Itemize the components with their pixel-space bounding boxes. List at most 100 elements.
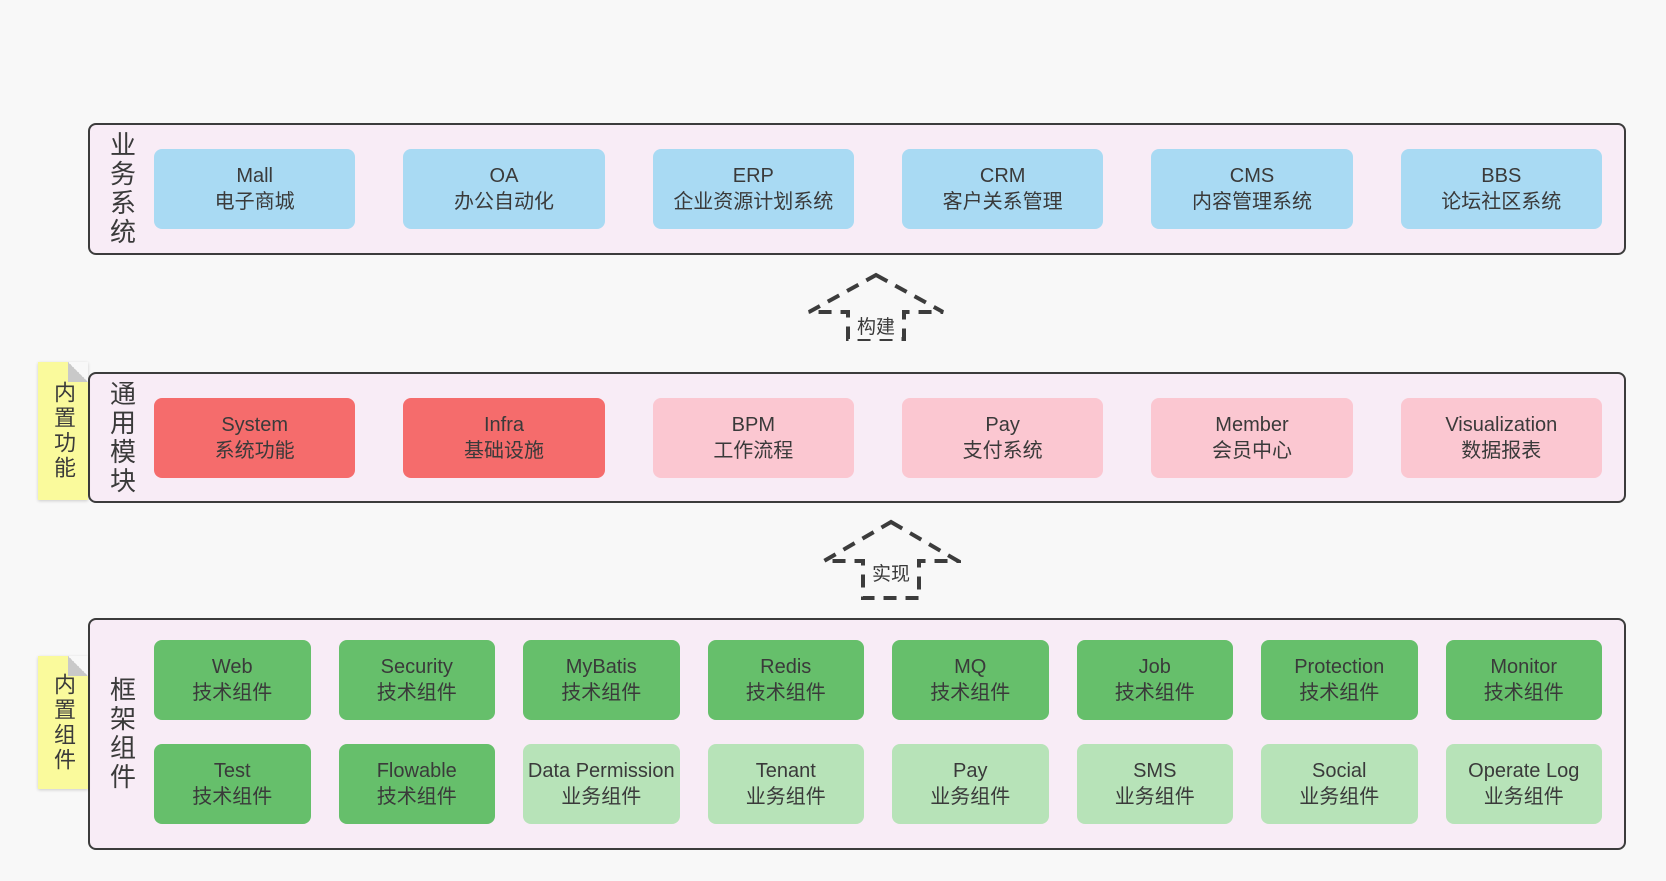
- box-redis: Redis 技术组件: [707, 640, 864, 720]
- box-desc: 技术组件: [1299, 682, 1380, 704]
- box-name: Operate Log: [1468, 760, 1580, 782]
- box-desc: 技术组件: [192, 786, 273, 808]
- box-monitor: Monitor 技术组件: [1445, 640, 1602, 720]
- up-block-arrow-icon: [821, 519, 961, 600]
- band-business-systems: 业务系统 Mall 电子商城 OA 办公自动化 ERP 企业资源计划系统 CRM 客户关系管理…: [88, 123, 1626, 255]
- box-tenant: Tenant 业务组件: [707, 744, 864, 824]
- box-desc: 技术组件: [192, 682, 273, 704]
- box-name: Redis: [760, 656, 812, 678]
- box-desc: 基础设施: [463, 439, 544, 462]
- box-desc: 业务组件: [561, 786, 642, 808]
- arrow-build: 构建: [806, 272, 946, 342]
- box-name: ERP: [732, 165, 774, 187]
- box-desc: 技术组件: [745, 682, 826, 704]
- box-pay: Pay 业务组件: [892, 744, 1049, 824]
- box-erp: ERP 企业资源计划系统: [652, 149, 854, 229]
- box-desc: 业务组件: [1299, 786, 1380, 808]
- box-desc: 技术组件: [376, 682, 457, 704]
- box-infra: Infra 基础设施: [403, 397, 605, 478]
- box-mall: Mall 电子商城: [154, 149, 356, 229]
- box-member: Member 会员中心: [1151, 397, 1353, 478]
- box-name: CMS: [1229, 165, 1275, 187]
- box-name: Job: [1138, 656, 1171, 678]
- box-sms: SMS 业务组件: [1076, 744, 1233, 824]
- box-social: Social 业务组件: [1261, 744, 1418, 824]
- box-name: Member: [1215, 413, 1289, 436]
- box-desc: 技术组件: [1483, 682, 1564, 704]
- box-desc: 办公自动化: [453, 191, 554, 213]
- box-name: Pay: [985, 413, 1020, 436]
- box-protection: Protection 技术组件: [1261, 640, 1418, 720]
- box-name: BBS: [1481, 165, 1522, 187]
- box-name: Monitor: [1490, 656, 1558, 678]
- box-name: Test: [213, 760, 251, 782]
- box-desc: 技术组件: [930, 682, 1011, 704]
- sticky-note-label: 内置组件: [51, 672, 76, 773]
- sticky-note-builtin-components: 内置组件: [38, 656, 88, 789]
- box-bpm: BPM 工作流程: [652, 397, 854, 478]
- box-data-permission: Data Permission 业务组件: [523, 744, 680, 824]
- box-name: Mall: [236, 165, 273, 187]
- box-name: OA: [489, 165, 519, 187]
- box-job: Job 技术组件: [1076, 640, 1233, 720]
- box-name: Pay: [953, 760, 988, 782]
- box-flowable: Flowable 技术组件: [338, 744, 495, 824]
- box-oa: OA 办公自动化: [403, 149, 605, 229]
- arrow-implement: 实现: [821, 519, 961, 601]
- box-name: System: [221, 413, 288, 436]
- business-box-row: Mall 电子商城 OA 办公自动化 ERP 企业资源计划系统 CRM 客户关系管理 CMS 内容…: [154, 125, 1602, 253]
- box-name: MQ: [954, 656, 987, 678]
- box-desc: 业务组件: [1114, 786, 1195, 808]
- box-name: MyBatis: [565, 656, 637, 678]
- box-web: Web 技术组件: [154, 640, 311, 720]
- box-desc: 数据报表: [1461, 439, 1542, 462]
- box-desc: 企业资源计划系统: [673, 191, 834, 213]
- box-name: Flowable: [376, 760, 457, 782]
- sticky-note-builtin-features: 内置功能: [38, 362, 88, 500]
- box-name: Infra: [483, 413, 524, 436]
- box-name: Tenant: [755, 760, 816, 782]
- box-desc: 业务组件: [745, 786, 826, 808]
- box-visualization: Visualization 数据报表: [1400, 397, 1602, 478]
- box-mq: MQ 技术组件: [892, 640, 1049, 720]
- box-name: Social: [1312, 760, 1367, 782]
- box-mybatis: MyBatis 技术组件: [523, 640, 680, 720]
- box-desc: 论坛社区系统: [1441, 191, 1562, 213]
- box-desc: 技术组件: [1114, 682, 1195, 704]
- box-pay: Pay 支付系统: [901, 397, 1104, 478]
- band-label-components: 框架组件: [106, 676, 137, 792]
- box-name: Protection: [1294, 656, 1385, 678]
- box-name: BPM: [731, 413, 775, 436]
- box-test: Test 技术组件: [154, 744, 311, 824]
- box-desc: 技术组件: [561, 682, 642, 704]
- box-crm: CRM 客户关系管理: [901, 149, 1104, 229]
- box-desc: 电子商城: [214, 191, 295, 213]
- box-desc: 客户关系管理: [942, 191, 1063, 213]
- box-name: Security: [380, 656, 453, 678]
- box-name: Data Permission: [527, 760, 675, 782]
- box-desc: 技术组件: [376, 786, 457, 808]
- box-desc: 会员中心: [1211, 439, 1292, 462]
- box-desc: 支付系统: [962, 439, 1043, 462]
- sticky-note-label: 内置功能: [51, 381, 76, 481]
- box-name: SMS: [1133, 760, 1177, 782]
- box-desc: 工作流程: [713, 439, 794, 462]
- band-label-business: 业务系统: [106, 131, 137, 247]
- box-cms: CMS 内容管理系统: [1151, 149, 1353, 229]
- box-desc: 业务组件: [930, 786, 1011, 808]
- arrow-implement-label: 实现: [868, 559, 914, 586]
- box-desc: 内容管理系统: [1191, 191, 1312, 213]
- folded-corner-icon: [68, 362, 88, 382]
- box-name: Visualization: [1445, 413, 1558, 436]
- arrow-build-label: 构建: [853, 312, 899, 339]
- box-name: CRM: [979, 165, 1026, 187]
- box-name: Web: [211, 656, 253, 678]
